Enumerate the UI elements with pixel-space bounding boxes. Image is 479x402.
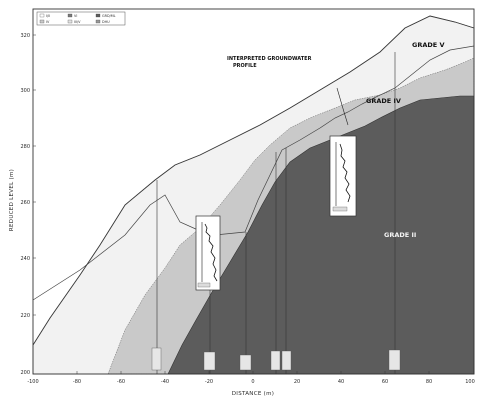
borehole-log-trace-2 xyxy=(339,143,351,203)
x-tick-label: 60 xyxy=(382,379,388,385)
borehole-log-inset-2 xyxy=(329,135,357,217)
borehole-tag-6 xyxy=(388,349,401,371)
y-tick-label: 220 xyxy=(20,313,30,319)
legend-swatch-4 xyxy=(67,19,73,24)
x-tick-label: -20 xyxy=(205,379,213,385)
annotation-label-line1: INTERPRETED GROUNDWATER xyxy=(227,56,312,62)
legend-label-5: GRD/ML xyxy=(102,14,116,18)
borehole-tag-1 xyxy=(151,347,162,371)
borehole-tag-2 xyxy=(203,351,216,371)
borehole-tag-4 xyxy=(270,350,281,371)
annotation-label-line2: PROFILE xyxy=(233,63,257,69)
legend-label-1: I/II xyxy=(46,14,50,18)
x-tick-label: 0 xyxy=(251,379,254,385)
y-tick-label: 260 xyxy=(20,200,30,206)
x-tick-label: 100 xyxy=(465,379,475,385)
x-tick-label: 80 xyxy=(426,379,432,385)
zone-label-grade-v: GRADE V xyxy=(412,41,445,49)
borehole-log-key-1 xyxy=(197,282,211,288)
ground-surface-line xyxy=(32,15,475,346)
y-tick-label: 280 xyxy=(20,144,30,150)
legend-label-6: DHU xyxy=(102,20,110,24)
x-tick-label: -100 xyxy=(27,379,38,385)
legend-swatch-3 xyxy=(67,13,73,18)
legend-swatch-6 xyxy=(95,19,101,24)
x-axis: -100 -80 -60 -40 -20 0 20 40 60 80 100 D… xyxy=(27,371,475,397)
y-axis: 320 300 280 260 240 220 200 REDUCED LEVE… xyxy=(9,33,36,376)
borehole-log-inset-1 xyxy=(195,215,221,291)
legend: I/II IV VI III/V GRD/ML DHU xyxy=(36,11,126,26)
y-axis-title: REDUCED LEVEL (m) xyxy=(9,169,15,231)
y-tick-label: 300 xyxy=(20,88,30,94)
legend-swatch-1 xyxy=(39,13,45,18)
borehole-log-box-2 xyxy=(329,135,357,217)
legend-box xyxy=(36,11,126,26)
y-tick-label: 200 xyxy=(20,370,30,376)
legend-label-3: VI xyxy=(74,14,77,18)
zone-label-grade-iv: GRADE IV xyxy=(366,97,401,105)
zone-label-grade-ii: GRADE II xyxy=(384,231,416,239)
x-tick-label: -40 xyxy=(161,379,169,385)
borehole-log-trace-1 xyxy=(204,223,218,282)
borehole-log-box-1 xyxy=(195,215,221,291)
borehole-tag-5 xyxy=(281,350,292,371)
borehole-log-key-2 xyxy=(332,206,348,212)
plot-area: INTERPRETED GROUNDWATER PROFILE GRADE V … xyxy=(32,8,475,375)
x-tick-label: -60 xyxy=(117,379,125,385)
legend-label-4: III/V xyxy=(74,20,81,24)
y-tick-label: 320 xyxy=(20,33,30,39)
groundwater-profile-line xyxy=(32,45,475,301)
x-axis-title: DISTANCE (m) xyxy=(232,391,274,397)
y-tick-label: 240 xyxy=(20,256,30,262)
legend-swatch-5 xyxy=(95,13,101,18)
legend-label-2: IV xyxy=(46,20,50,24)
x-tick-label: 40 xyxy=(338,379,344,385)
x-tick-label: 20 xyxy=(294,379,300,385)
plot-frame xyxy=(32,8,475,375)
legend-swatch-2 xyxy=(39,19,45,24)
x-tick-label: -80 xyxy=(73,379,81,385)
annotation-leader-line xyxy=(336,87,349,126)
borehole-tag-3 xyxy=(239,354,252,371)
